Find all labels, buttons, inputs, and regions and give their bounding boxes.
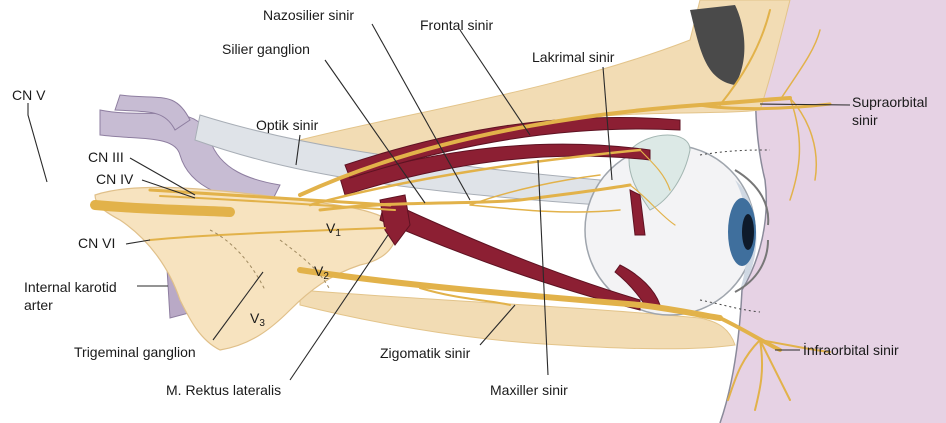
label-silier-ganglion: Silier ganglion bbox=[222, 41, 310, 57]
label-optik-sinir: Optik sinir bbox=[256, 117, 319, 133]
label-lakrimal-sinir: Lakrimal sinir bbox=[532, 49, 615, 65]
label-m-rektus-lateralis: M. Rektus lateralis bbox=[166, 382, 281, 398]
label-internal-karotid-line1: Internal karotid bbox=[24, 279, 117, 295]
label-cn-vi: CN VI bbox=[78, 235, 115, 251]
label-cn-iv: CN IV bbox=[96, 171, 134, 187]
label-frontal-sinir: Frontal sinir bbox=[420, 17, 493, 33]
label-trigeminal-ganglion: Trigeminal ganglion bbox=[74, 344, 196, 360]
leader-cn-v bbox=[28, 103, 47, 182]
label-cn-iii: CN III bbox=[88, 149, 124, 165]
label-cn-v: CN V bbox=[12, 87, 46, 103]
label-supraorbital-sinir-line2: sinir bbox=[852, 112, 878, 128]
pupil bbox=[742, 214, 754, 250]
label-internal-karotid-line2: arter bbox=[24, 297, 53, 313]
label-maxiller-sinir: Maxiller sinir bbox=[490, 382, 568, 398]
label-nazosilier-sinir: Nazosilier sinir bbox=[263, 7, 354, 23]
label-zigomatik-sinir: Zigomatik sinir bbox=[380, 345, 471, 361]
label-infraorbital-sinir: İnfraorbital sinir bbox=[803, 341, 899, 358]
label-supraorbital-sinir-line1: Supraorbital bbox=[852, 94, 928, 110]
